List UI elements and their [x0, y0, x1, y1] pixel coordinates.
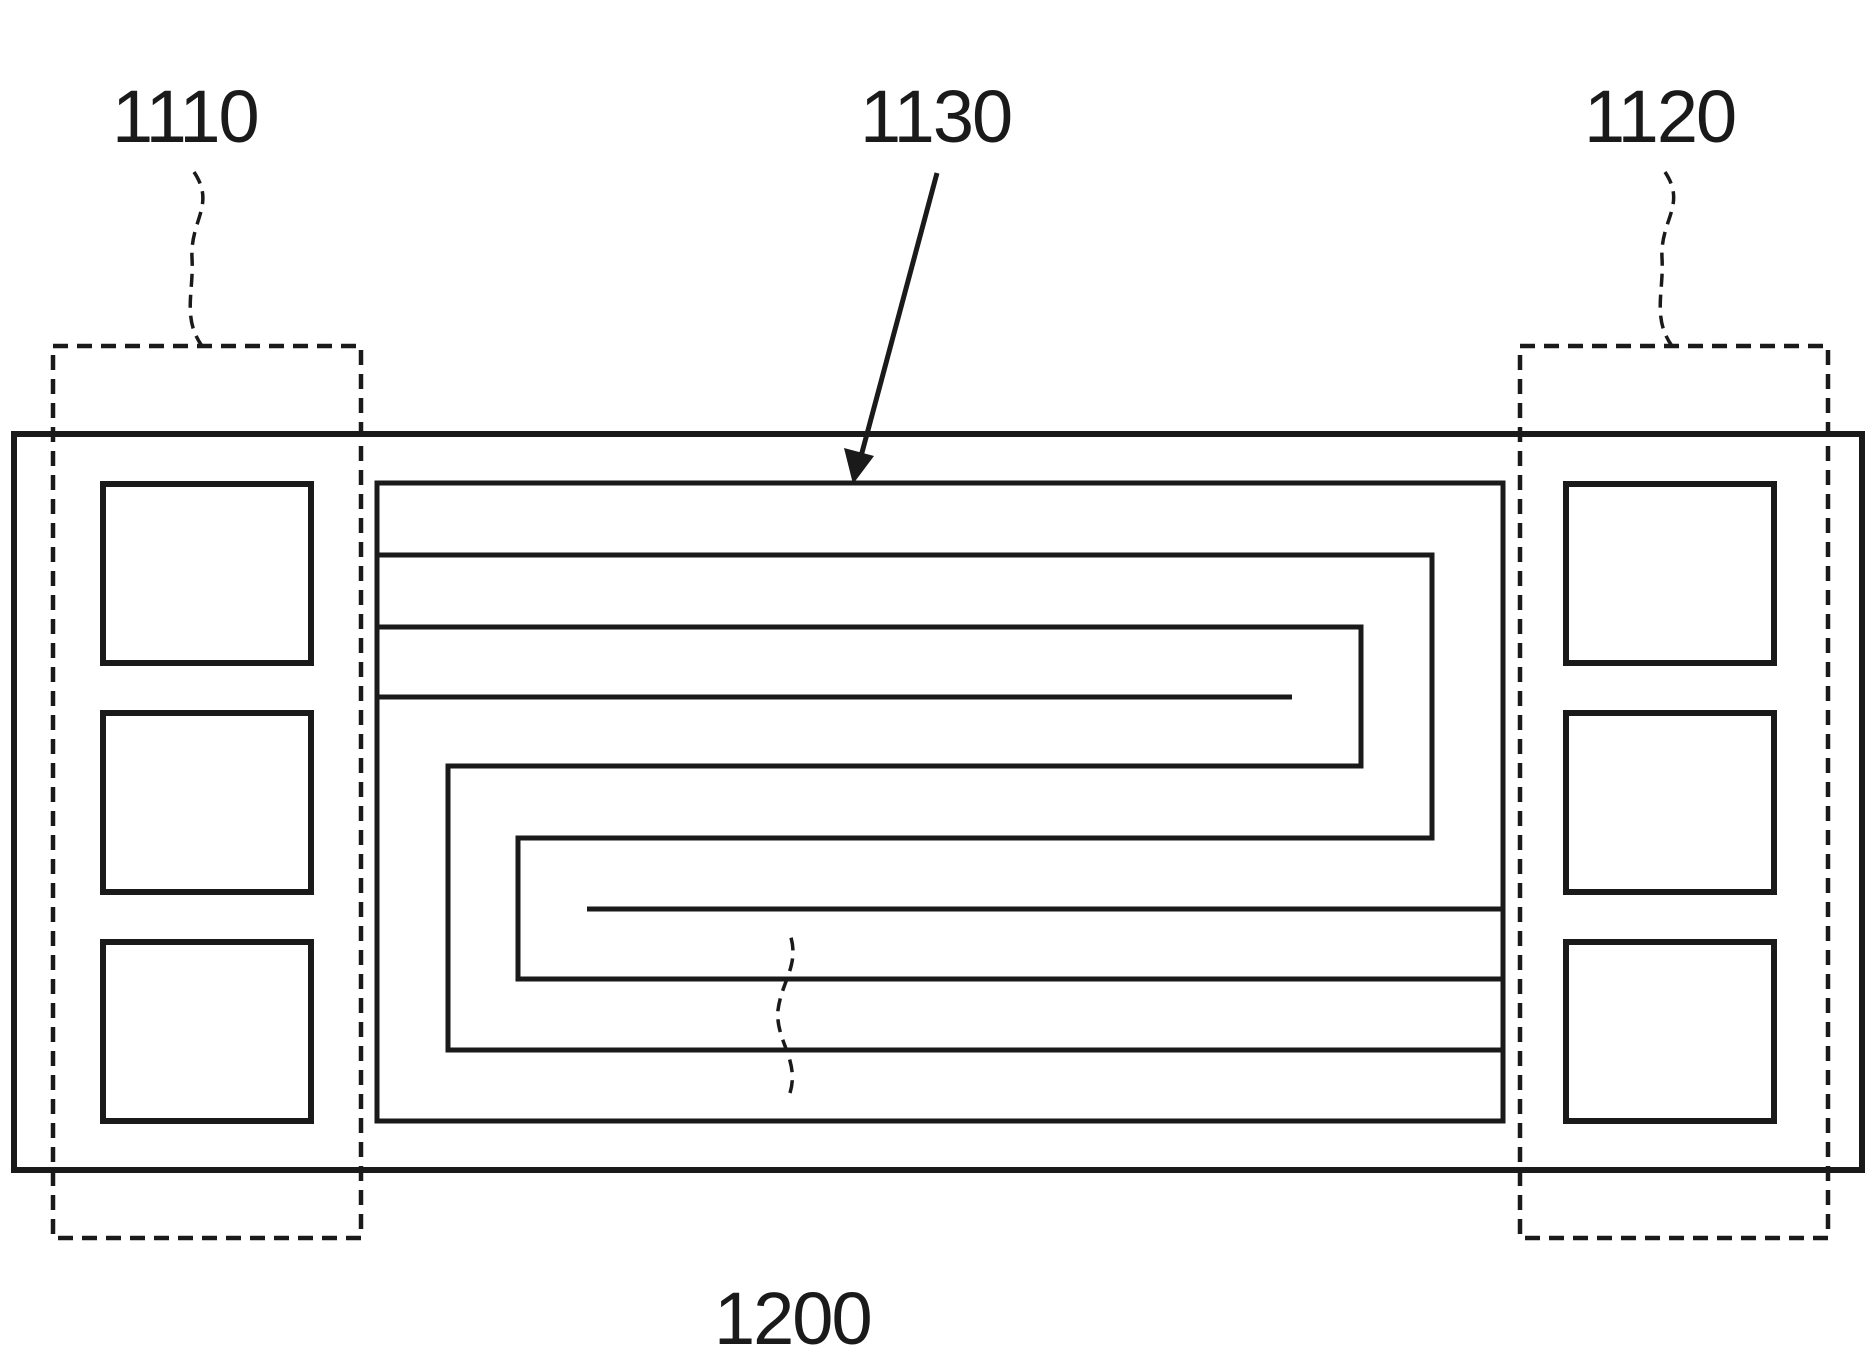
left-terminal-pads: [103, 484, 311, 1121]
right-pad-middle: [1566, 713, 1774, 892]
label-1120: 1120: [1584, 75, 1735, 158]
meander-pattern: [377, 483, 1503, 1121]
label-1110: 1110: [112, 75, 258, 158]
leader-1120: [1660, 172, 1673, 346]
arrow-1130: [844, 173, 937, 484]
right-terminal-pads: [1566, 484, 1774, 1121]
leader-1110: [190, 172, 203, 346]
right-pad-bottom: [1566, 942, 1774, 1121]
meander-outer-frame: [377, 483, 1503, 1121]
leader-1200: [778, 934, 793, 1093]
left-pad-top: [103, 484, 311, 663]
right-pad-top: [1566, 484, 1774, 663]
label-1200: 1200: [714, 1277, 871, 1349]
substrate-outline: [14, 434, 1862, 1170]
left-pad-middle: [103, 713, 311, 892]
label-1130: 1130: [860, 75, 1011, 158]
left-pad-bottom: [103, 942, 311, 1121]
terminal-region-1110: [53, 346, 361, 1238]
